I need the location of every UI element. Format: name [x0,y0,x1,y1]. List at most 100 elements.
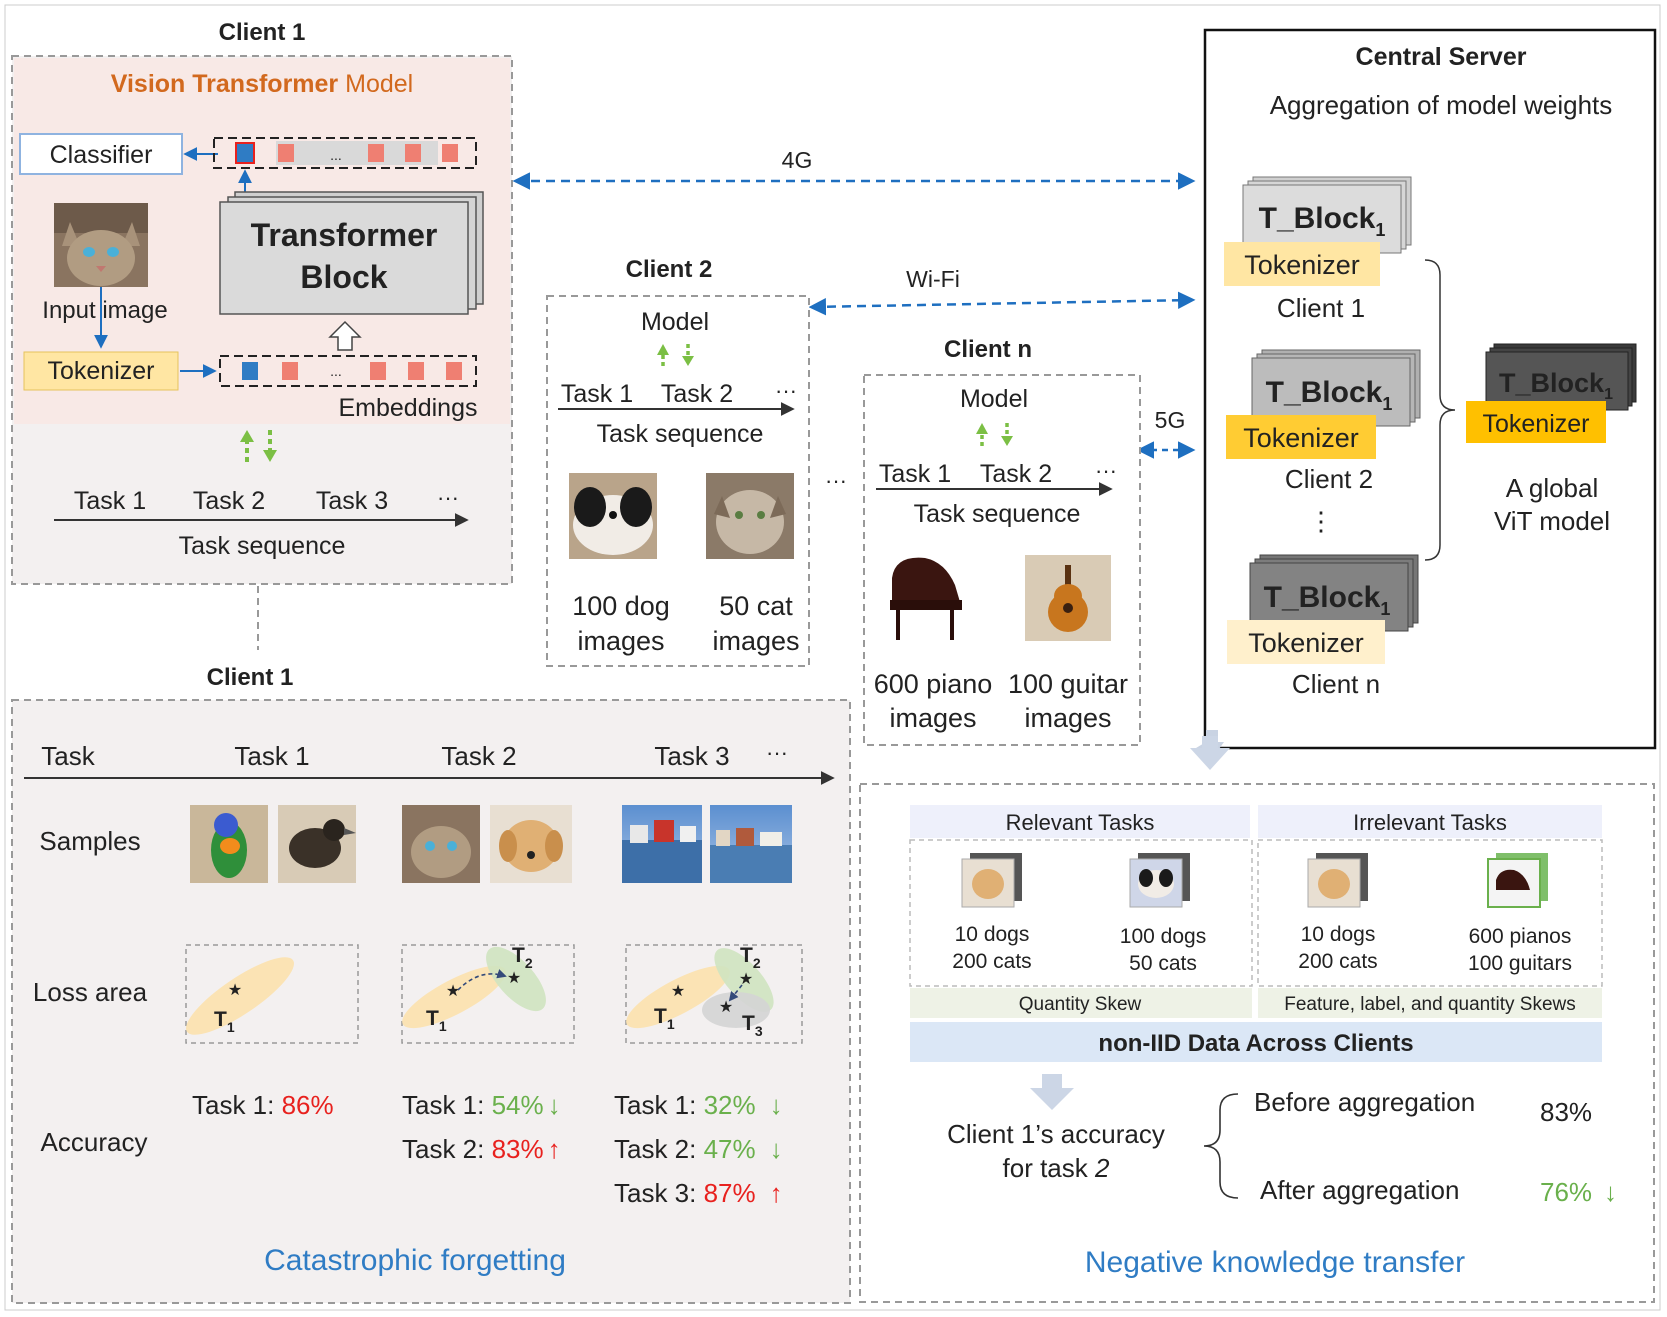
transformer-label-2: Block [300,259,387,295]
svg-text:···: ··· [766,740,788,765]
catastrophic-forgetting-panel: Client 1 Task Task 1 Task 2 Task 3 ··· S… [11,664,851,1304]
server-tokenizer-2 [1226,415,1376,459]
svg-text:Client 1: Client 1 [1277,293,1365,323]
server-block-n: T_Block1 [1264,581,1391,619]
samples-row-label: Samples [39,826,140,856]
svg-text:T2: T2 [740,944,761,971]
server-tokenizer-n [1227,620,1385,664]
svg-text:Task 1: Task 1 [561,380,633,408]
loss-area-task2: ★ ★ T1 T2 [401,944,575,1044]
svg-text:images: images [889,703,976,733]
global-model-label-2: ViT model [1494,506,1610,536]
accuracy-desc-1: Client 1’s accuracy [947,1119,1165,1149]
link-wifi [808,291,1196,316]
svg-text:···: ··· [775,378,797,403]
after-aggregation-label: After aggregation [1260,1175,1459,1205]
svg-text:images: images [712,626,799,656]
clientn-title: Client n [944,336,1032,363]
classifier-label: Classifier [50,141,153,169]
svg-text:···: ··· [437,485,459,510]
harbor-image-2 [710,805,792,883]
acc-t3-task3: Task 3: 87%↑ [614,1178,783,1208]
loss-area-task3: ★ ★ ★ T1 T2 T3 [625,944,803,1044]
tokenizer-label: Tokenizer [48,357,155,385]
parrot-image [190,805,268,883]
down-arrow-icon-2 [1030,1074,1074,1110]
svg-text:4G: 4G [782,147,813,173]
svg-text:★: ★ [719,999,733,1016]
svg-text:⋮: ⋮ [1308,506,1334,536]
svg-text:images: images [577,626,664,656]
svg-text:Task 1: Task 1 [234,741,309,771]
svg-text:...: ... [330,363,342,379]
quantity-skew-label: Quantity Skew [1019,994,1142,1015]
loss-area-row-label: Loss area [33,977,148,1007]
svg-text:★: ★ [228,982,242,999]
svg-text:Task sequence: Task sequence [597,420,764,448]
client1-model-panel: Client 1 Vision Transformer Model Classi… [11,19,513,585]
global-block: T_Block1 [1499,368,1613,403]
svg-text:100 guitar: 100 guitar [1008,669,1128,699]
puppy-sample-image [490,805,572,883]
global-model-label-1: A global [1506,473,1599,503]
bird-image [278,805,356,883]
svg-text:...: ... [330,147,342,163]
svg-text:T3: T3 [742,1012,763,1039]
thumb-dogs-cats-1 [961,853,1022,908]
svg-text:Task 1: Task 1 [879,460,951,488]
svg-text:T1: T1 [214,1008,235,1035]
accuracy-bracket [1203,1093,1239,1199]
svg-text:10 dogs: 10 dogs [955,923,1030,946]
acc-t3-task2: Task 2: 47%↓ [614,1134,783,1164]
feature-skew-label: Feature, label, and quantity Skews [1284,994,1576,1015]
central-server-panel: Central Server Aggregation of model weig… [1203,28,1657,750]
svg-text:Task 1: Task 1 [74,487,146,515]
clientn-panel: Client n Model Task 1 Task 2 ··· Task se… [863,336,1141,746]
output-token-row [213,137,477,169]
outer-frame [4,4,1661,1311]
accuracy-values: Task 1: 86% Task 1: 54%↓ Task 2: 83%↑ Ta… [192,1090,783,1208]
svg-text:Task 3: Task 3 [316,487,388,515]
vit-model-title: Vision Transformer Model [111,70,413,98]
svg-text:Client 2: Client 2 [1285,464,1373,494]
svg-text:Task 2: Task 2 [441,741,516,771]
update-arrows-icon [240,430,277,462]
svg-text:100 dogs: 100 dogs [1120,925,1206,948]
acc-t1-task1: Task 1: 86% [192,1090,334,1120]
acc-t2-task2: Task 2: 83%↑ [402,1134,561,1164]
up-arrow-icon [328,320,362,351]
piano-image [890,557,962,640]
aggregation-bracket [1424,259,1456,561]
down-arrow-icon [1190,736,1230,770]
server-block-2: T_Block1 [1266,376,1393,414]
server-title: Central Server [1356,43,1527,71]
svg-text:Tokenizer: Tokenizer [1483,410,1590,438]
thumb-dogs-cats-3 [1307,853,1368,908]
guitar-image [1025,555,1111,641]
thumb-dogs-cats-2 [1129,853,1190,908]
negative-transfer-panel: Relevant Tasks Irrelevant Tasks 10 d [859,783,1655,1303]
input-cat-image [54,203,148,287]
svg-text:Wi-Fi: Wi-Fi [906,266,960,292]
server-block-1: T_Block1 [1259,202,1386,240]
after-aggregation-value: 76%↓ [1540,1177,1617,1207]
svg-text:Model: Model [641,308,709,336]
svg-text:200 cats: 200 cats [952,950,1031,973]
client2-panel: Client 2 Model Task 1 Task 2 ··· Task se… [546,256,810,667]
before-aggregation-label: Before aggregation [1254,1087,1475,1117]
server-tokenizer-1 [1224,242,1380,286]
svg-text:Task 2: Task 2 [980,460,1052,488]
svg-text:100 dog: 100 dog [572,591,670,621]
task-sequence-label: Task sequence [179,532,346,560]
svg-text:Model: Model [960,385,1028,413]
accuracy-desc-2: for task 2 [1003,1153,1110,1183]
catastrophic-forgetting-caption: Catastrophic forgetting [264,1244,566,1277]
thumb-pianos-guitars [1487,853,1548,908]
irrelevant-tasks-header: Irrelevant Tasks [1353,810,1507,835]
global-tokenizer [1466,401,1606,443]
svg-text:100 guitars: 100 guitars [1468,952,1572,975]
network-links: 4G Wi-Fi 5G [512,147,1196,459]
embeddings-label: Embeddings [339,394,478,422]
svg-text:★: ★ [446,983,460,1000]
svg-text:Task 2: Task 2 [661,380,733,408]
